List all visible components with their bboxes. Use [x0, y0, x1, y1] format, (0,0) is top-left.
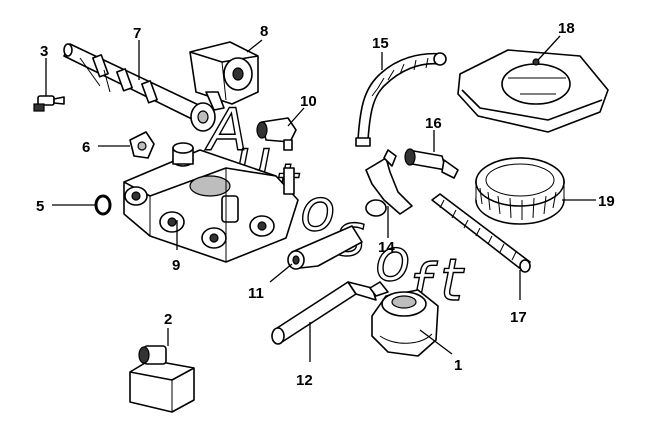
callout-10: 10	[300, 93, 317, 110]
callout-12: 12	[296, 372, 313, 389]
callout-1: 1	[454, 357, 462, 374]
part-14-tee	[365, 149, 413, 238]
callout-8: 8	[260, 23, 268, 40]
callout-16: 16	[425, 115, 442, 132]
callout-2: 2	[164, 311, 172, 328]
part-5-seal	[52, 194, 112, 216]
callout-15: 15	[372, 35, 389, 52]
callout-17: 17	[510, 309, 527, 326]
part-17-hose	[431, 193, 531, 300]
callout-11: 11	[248, 285, 264, 302]
part-19-filter	[475, 157, 596, 225]
callout-14: 14	[378, 239, 395, 256]
callout-9: 9	[172, 257, 180, 274]
part-15-hose	[355, 52, 447, 147]
watermark-letter: o	[300, 176, 336, 244]
part-3-sensor	[33, 58, 65, 112]
callout-19: 19	[598, 193, 615, 210]
callout-18: 18	[558, 20, 575, 37]
callout-5: 5	[36, 198, 44, 215]
part-1-actuator	[369, 281, 453, 357]
part-2-module	[129, 328, 195, 413]
part-11-elbow	[269, 225, 363, 283]
part-18-air-box	[457, 35, 609, 133]
callout-3: 3	[40, 43, 48, 60]
part-7-fuel-rail	[63, 40, 216, 132]
part-6-clip	[98, 131, 155, 159]
part-10-sensor	[256, 107, 305, 151]
part-16-fitting	[404, 130, 459, 179]
callout-labels: 3 7 8 10 6 5 9 2 15 18 16 19 14 11 12 17…	[36, 20, 615, 389]
watermark-letter: t	[440, 246, 465, 314]
part-12-pipe	[271, 281, 377, 362]
part-9-manifold	[123, 142, 299, 263]
callout-6: 6	[82, 139, 90, 156]
part-8-regulator	[189, 39, 263, 111]
callout-7: 7	[133, 25, 141, 42]
